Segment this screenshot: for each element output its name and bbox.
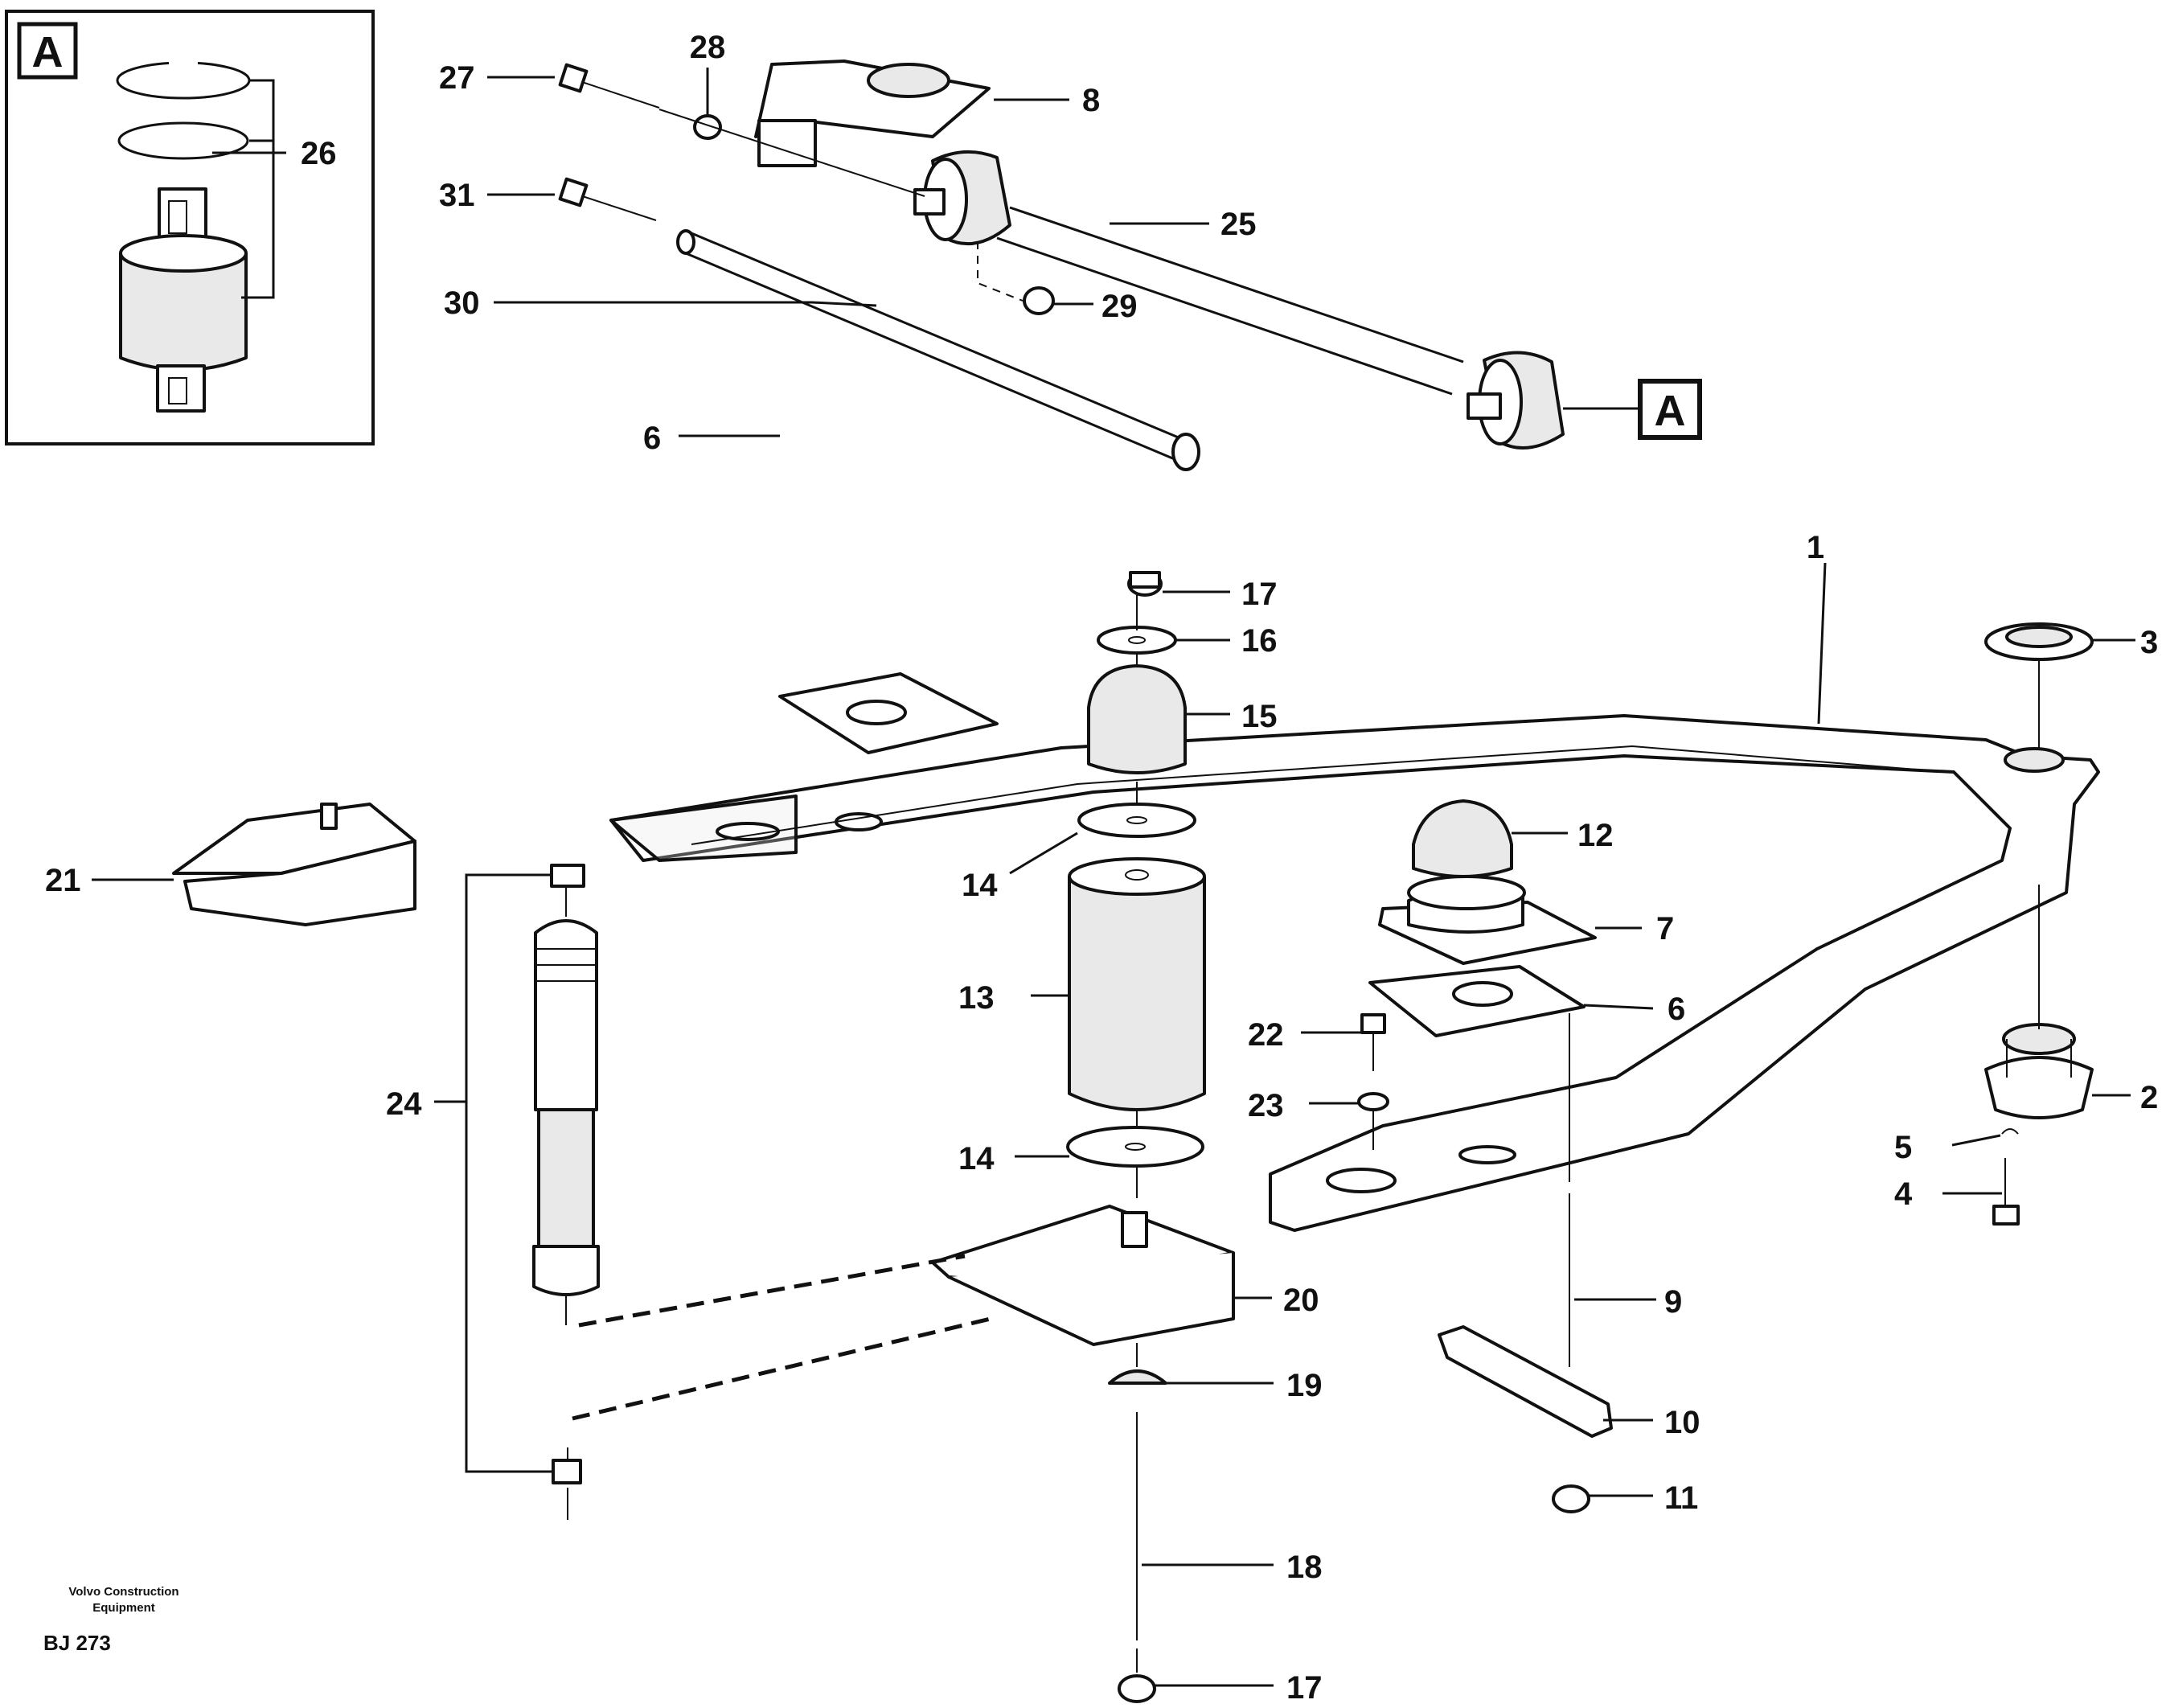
callout-a-label: A bbox=[1655, 387, 1686, 435]
label-24: 24 bbox=[386, 1086, 422, 1122]
label-21: 21 bbox=[45, 863, 81, 898]
label-17-bottom: 17 bbox=[1286, 1670, 1323, 1706]
label-18: 18 bbox=[1286, 1550, 1323, 1585]
label-16: 16 bbox=[1241, 623, 1278, 659]
frame-part-1 bbox=[609, 714, 2100, 1232]
label-6-top: 6 bbox=[643, 421, 661, 456]
label-9: 9 bbox=[1664, 1284, 1682, 1320]
label-29: 29 bbox=[1101, 289, 1138, 324]
shock-absorber-24 bbox=[465, 864, 991, 1520]
label-11: 11 bbox=[1664, 1480, 1698, 1516]
label-13: 13 bbox=[958, 980, 995, 1016]
label-17-top: 17 bbox=[1241, 577, 1278, 612]
label-10: 10 bbox=[1664, 1405, 1700, 1440]
label-3: 3 bbox=[2140, 625, 2158, 660]
label-23: 23 bbox=[1248, 1088, 1284, 1123]
label-31: 31 bbox=[439, 178, 475, 213]
label-22: 22 bbox=[1248, 1017, 1284, 1053]
label-7: 7 bbox=[1656, 911, 1674, 946]
label-25: 25 bbox=[1220, 207, 1257, 242]
inset-detail-a: A bbox=[5, 10, 375, 445]
credit-block: Volvo Construction Equipment BJ 273 bbox=[43, 1585, 179, 1655]
label-8: 8 bbox=[1082, 83, 1100, 118]
label-27: 27 bbox=[439, 60, 475, 96]
label-20: 20 bbox=[1283, 1283, 1319, 1318]
label-28: 28 bbox=[690, 30, 726, 65]
label-30: 30 bbox=[444, 285, 480, 321]
callout-box-a: A bbox=[1638, 379, 1702, 440]
brackets-left bbox=[172, 803, 1235, 1703]
credit-line-2: Equipment bbox=[92, 1601, 155, 1615]
mount-parts-right bbox=[1984, 622, 2094, 1226]
label-15: 15 bbox=[1241, 699, 1278, 734]
inset-a-label: A bbox=[32, 28, 64, 76]
rubber-mount-stack bbox=[778, 571, 1206, 1198]
label-26: 26 bbox=[301, 136, 337, 171]
label-4: 4 bbox=[1894, 1176, 1913, 1212]
label-19: 19 bbox=[1286, 1368, 1323, 1403]
label-5: 5 bbox=[1894, 1130, 1912, 1165]
part-labels: 26 27 28 8 31 25 30 29 17 16 1 3 6 15 14… bbox=[45, 30, 2158, 1706]
credit-line-1: Volvo Construction bbox=[68, 1585, 178, 1599]
torque-rod-assembly bbox=[558, 60, 1565, 471]
label-2: 2 bbox=[2140, 1080, 2158, 1115]
label-1: 1 bbox=[1807, 530, 1824, 565]
right-mount-stack bbox=[1357, 799, 1613, 1513]
label-14-upper: 14 bbox=[962, 868, 998, 903]
drawing-code: BJ 273 bbox=[43, 1631, 111, 1655]
label-12: 12 bbox=[1577, 818, 1614, 853]
label-14-lower: 14 bbox=[958, 1141, 995, 1176]
label-6-right: 6 bbox=[1668, 992, 1685, 1027]
leader-lines bbox=[92, 68, 2135, 1687]
